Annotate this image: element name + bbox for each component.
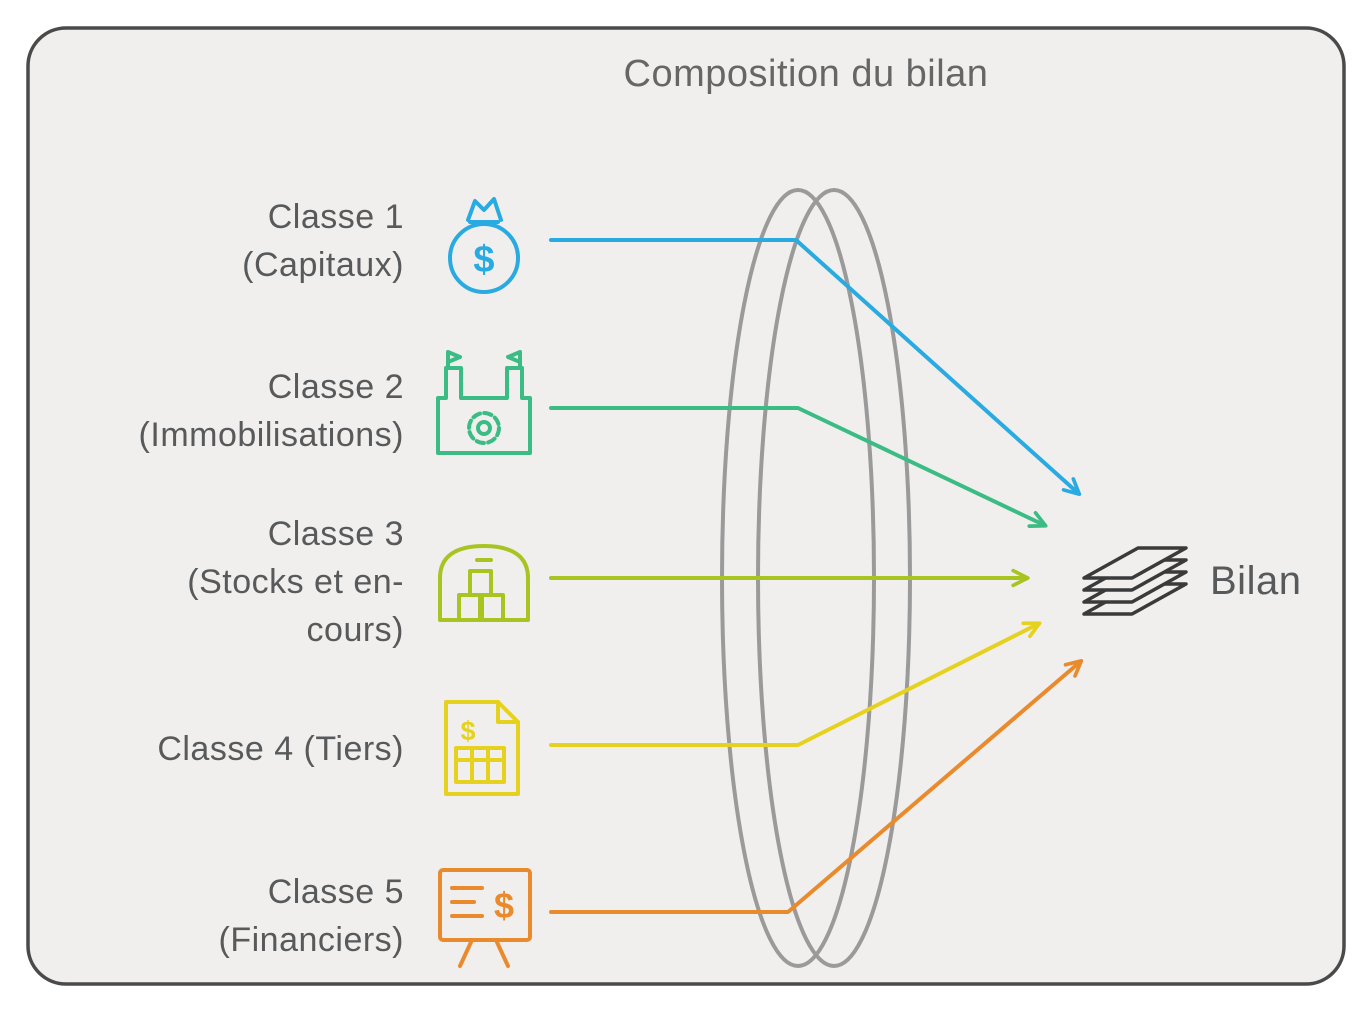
class-3-row: Classe 3 (Stocks et en- cours) xyxy=(187,515,1030,649)
class-1-label-line1: Classe 1 xyxy=(268,198,404,236)
class-2-row: Classe 2 (Immobilisations) xyxy=(139,350,1048,528)
class-1-label-line2: (Capitaux) xyxy=(242,246,404,284)
bilan-label: Bilan xyxy=(1210,559,1301,603)
class-5-label-line1: Classe 5 xyxy=(268,873,404,911)
factory-flag-right xyxy=(506,350,522,370)
monitor-dollar-icon: $ xyxy=(438,868,532,968)
arrow-classe-1 xyxy=(549,238,1082,497)
class-1-row: Classe 1 (Capitaux) $ xyxy=(242,197,1082,497)
class-5-row: Classe 5 (Financiers) $ xyxy=(219,658,1084,968)
sheet-1 xyxy=(1082,546,1188,580)
class-2-label-line2: (Immobilisations) xyxy=(139,416,404,454)
warehouse-box-3 xyxy=(468,569,493,597)
monitor-screen xyxy=(438,868,532,942)
dollar-glyph: $ xyxy=(473,239,494,281)
diagram-title: Composition du bilan xyxy=(624,53,989,95)
stacked-sheets-icon xyxy=(1082,546,1188,616)
arrow-classe-2 xyxy=(549,406,1048,528)
money-bag-dollar-icon: $ xyxy=(448,197,520,294)
invoice-table xyxy=(454,746,506,784)
money-bag-knot xyxy=(466,197,503,222)
factory-gear-icon xyxy=(436,350,532,455)
factory-building xyxy=(436,366,532,455)
warehouse-building xyxy=(438,544,530,622)
invoice-fold xyxy=(496,700,520,724)
invoice-dollar-icon: $ xyxy=(444,700,520,796)
dollar-glyph: $ xyxy=(494,885,514,926)
class-4-row: Classe 4 (Tiers) $ xyxy=(157,621,1042,796)
class-2-label-line1: Classe 2 xyxy=(268,368,404,406)
arrow-classe-4 xyxy=(549,621,1042,747)
gear-teeth xyxy=(467,411,501,445)
arrow-classe-5 xyxy=(549,658,1084,914)
invoice-sheet xyxy=(444,700,520,796)
panel-background xyxy=(26,26,1346,986)
monitor-leg-right xyxy=(494,938,510,968)
warehouse-boxes-icon xyxy=(438,544,530,622)
class-5-label-line2: (Financiers) xyxy=(219,921,404,959)
class-4-label-line1: Classe 4 (Tiers) xyxy=(157,730,404,768)
monitor-leg-left xyxy=(458,938,474,968)
factory-flag-left xyxy=(446,350,462,370)
class-3-label-line2: (Stocks et en- xyxy=(187,563,404,601)
class-3-label-line3: cours) xyxy=(307,611,404,649)
gear-hub xyxy=(476,420,492,436)
class-3-label-line1: Classe 3 xyxy=(268,515,404,553)
dollar-glyph: $ xyxy=(460,716,475,746)
bilan-group: Bilan xyxy=(1082,546,1301,616)
